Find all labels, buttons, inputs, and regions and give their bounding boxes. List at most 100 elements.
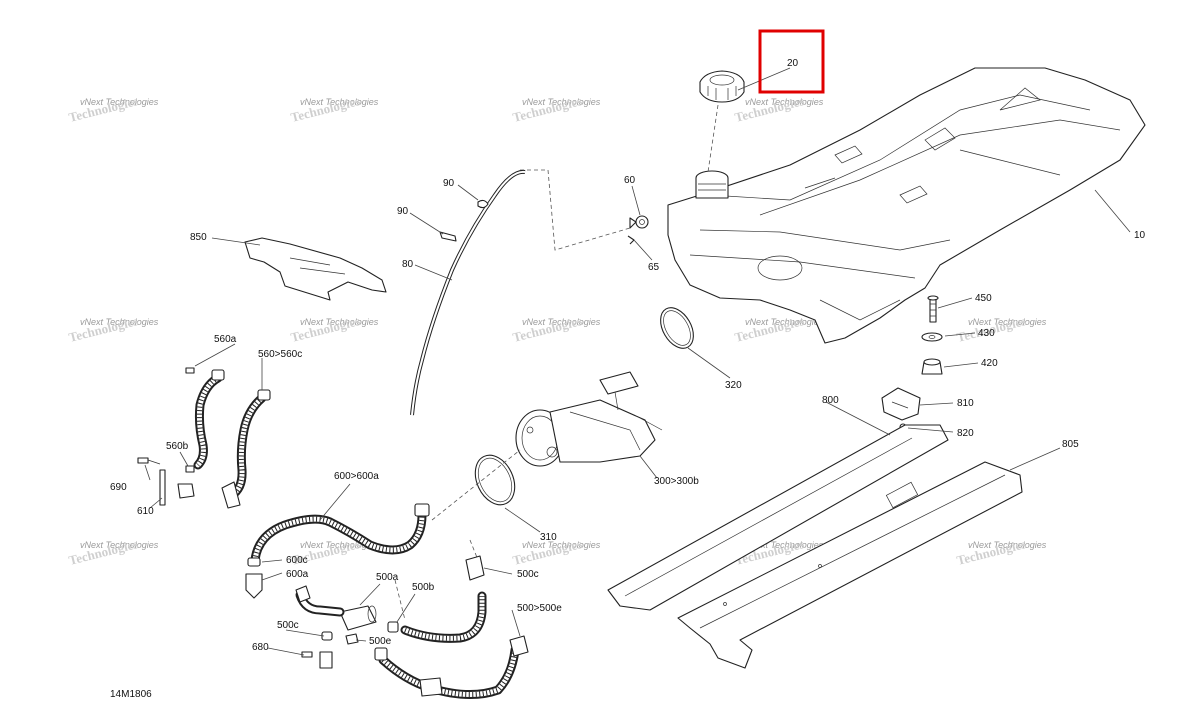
watermark: vNext Technologies (300, 317, 379, 327)
hose-500[interactable] (400, 591, 487, 643)
hose-560-second[interactable] (227, 389, 271, 500)
watermark-text: vNext Technologies (745, 317, 824, 327)
panel-clip[interactable] (881, 387, 921, 421)
cap-axis-line (707, 104, 719, 173)
watermark: vNext Technologies (745, 97, 824, 107)
fitting-500b[interactable] (387, 621, 399, 633)
leader-lines (144, 67, 1131, 656)
tube-clamp[interactable] (477, 199, 489, 209)
label-500c-right: 500c (517, 569, 539, 580)
watermark-text: vNext Technologies (522, 317, 601, 327)
label-610: 610 (137, 506, 154, 517)
label-10: 10 (1134, 230, 1146, 241)
fuel-tank[interactable] (667, 67, 1146, 344)
watermark: vNext Technologies (522, 540, 601, 550)
watermark-text: vNext Technologies (80, 317, 159, 327)
heat-shield[interactable] (244, 237, 387, 301)
washer[interactable] (921, 332, 943, 342)
fitting-600c[interactable] (247, 557, 261, 567)
label-310: 310 (540, 532, 557, 543)
label-805: 805 (1062, 439, 1079, 450)
label-20: 20 (787, 58, 799, 69)
watermark: vNext Technologies (80, 540, 159, 550)
bolt-680[interactable] (301, 651, 333, 669)
watermark-text: vNext Technologies (522, 540, 601, 550)
vent-line-path (547, 169, 631, 251)
tube-clamp[interactable] (439, 231, 457, 242)
pump-o-ring[interactable] (654, 302, 700, 354)
label-500a: 500a (376, 572, 399, 583)
watermark: vNext Technologies (80, 317, 159, 327)
part-labels: 20 10 60 65 90 90 80 850 320 450 430 420… (110, 58, 1146, 653)
label-680: 680 (252, 642, 269, 653)
label-90-top: 90 (443, 178, 455, 189)
valve-clip[interactable] (627, 235, 635, 245)
fitting-500e[interactable] (345, 633, 359, 645)
watermark: vNext Technologies (300, 97, 379, 107)
label-600: 600>600a (334, 471, 379, 482)
label-800: 800 (822, 395, 839, 406)
label-65: 65 (648, 262, 660, 273)
protection-panel[interactable] (607, 424, 949, 611)
label-60: 60 (624, 175, 636, 186)
watermark-text: vNext Technologies (300, 317, 379, 327)
watermark: vNext Technologies (968, 540, 1047, 550)
label-430: 430 (978, 328, 995, 339)
mounting-bolt[interactable] (927, 295, 939, 323)
label-560: 560>560c (258, 349, 302, 360)
clamp-560a[interactable] (185, 367, 195, 374)
watermark-text: vNext Technologies (968, 317, 1047, 327)
vent-valve[interactable] (629, 215, 649, 229)
watermark: vNext Technologies (745, 317, 824, 327)
watermark-text: vNext Technologies (300, 540, 379, 550)
label-90-lower: 90 (397, 206, 409, 217)
skid-plate[interactable] (677, 461, 1023, 669)
label-320: 320 (725, 380, 742, 391)
pump-seal-ring[interactable] (468, 449, 523, 511)
watermark-text: vNext Technologies (745, 540, 824, 550)
watermark-text: vNext Technologies (968, 540, 1047, 550)
fitting-600c-top[interactable] (295, 585, 311, 603)
fitting-500c-right[interactable] (465, 555, 485, 581)
label-300: 300>300b (654, 476, 699, 487)
label-690: 690 (110, 482, 127, 493)
label-600a: 600a (286, 569, 309, 580)
bolt-690[interactable] (137, 457, 161, 465)
label-820: 820 (957, 428, 974, 439)
label-560a: 560a (214, 334, 237, 345)
label-80: 80 (402, 259, 414, 270)
label-500: 500>500e (517, 603, 562, 614)
label-500c-left: 500c (277, 620, 299, 631)
hose-600[interactable] (250, 503, 430, 565)
grommet[interactable] (921, 358, 943, 375)
label-450: 450 (975, 293, 992, 304)
label-560b: 560b (166, 441, 189, 452)
connector-500[interactable] (509, 635, 529, 657)
highlight-box (758, 29, 825, 94)
bracket-560[interactable] (221, 481, 241, 509)
clamp-560b[interactable] (185, 465, 195, 473)
watermark-text: vNext Technologies (522, 97, 601, 107)
watermark: vNext Technologies (522, 97, 601, 107)
label-600c: 600c (286, 555, 308, 566)
fitting-600a[interactable] (245, 573, 263, 599)
label-500e: 500e (369, 636, 392, 647)
watermark: vNext Technologies (745, 540, 824, 550)
label-850: 850 (190, 232, 207, 243)
hose-500-lower[interactable] (378, 645, 520, 700)
watermark: vNext Technologies (522, 317, 601, 327)
fuel-filter-500a[interactable] (339, 605, 377, 631)
watermark: vNext Technologies (80, 97, 159, 107)
fitting-610[interactable] (159, 469, 195, 506)
vent-tube[interactable] (410, 169, 526, 416)
fuel-cap[interactable] (699, 70, 745, 103)
watermark-text: vNext Technologies (80, 97, 159, 107)
watermark: vNext Technologies (300, 540, 379, 550)
watermark-text: vNext Technologies (80, 540, 159, 550)
hose-560[interactable] (193, 369, 225, 470)
watermark: vNext Technologies (968, 317, 1047, 327)
watermark-text: vNext Technologies (300, 97, 379, 107)
fuel-pump[interactable] (515, 371, 663, 467)
connector-lower[interactable] (374, 647, 443, 697)
